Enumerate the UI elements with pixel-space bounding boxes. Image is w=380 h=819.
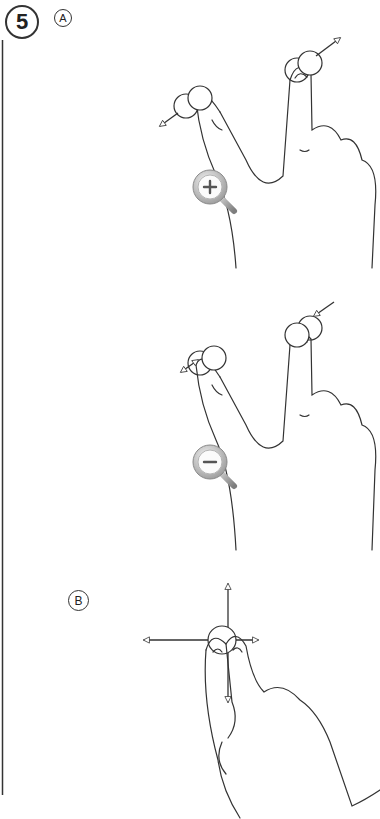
pinch-hand — [188, 316, 376, 550]
pinch-arrow — [314, 302, 334, 316]
callout-circle: A — [54, 9, 72, 27]
callout-label: A — [59, 13, 66, 24]
pinch-arrow — [181, 360, 198, 372]
callout-circle: B — [68, 590, 89, 611]
callout-label: 5 — [16, 11, 28, 33]
spread-arrow — [160, 113, 178, 126]
page-rule — [2, 40, 4, 795]
zoom-out-icon — [193, 445, 234, 486]
spread-arrow — [316, 38, 340, 56]
callout-label: B — [74, 595, 82, 607]
pinch-hand — [174, 51, 376, 268]
two-finger-hand — [144, 584, 380, 818]
callout-circle: 5 — [5, 5, 39, 39]
zoom-in-icon — [193, 170, 234, 211]
